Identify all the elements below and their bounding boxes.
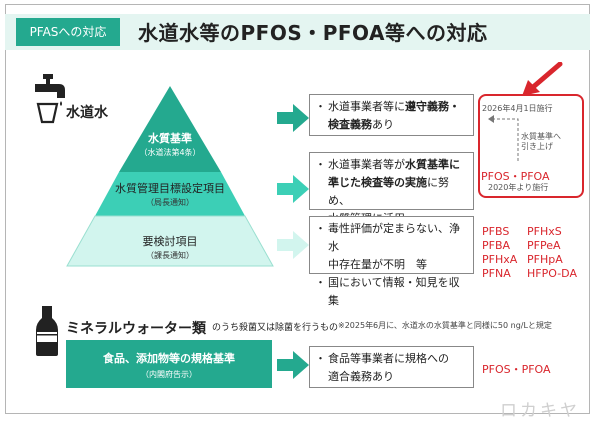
pyramid-tier-2 [95,172,245,216]
pyramid-tier-3 [66,215,274,267]
page-title: 水道水等のPFOS・PFOA等への対応 [138,21,488,45]
mineral-substances: PFOS・PFOA [482,363,551,376]
mineral-water-label: ミネラルウォーター類 [66,321,206,337]
regulation-pyramid [66,86,274,267]
description-box-standard: 水道事業者等に遵守義務・検査義務あり [309,94,474,136]
faucet-icon [35,74,65,124]
section-badge: PFASへの対応 [16,18,120,46]
pointer-arrow-icon [522,62,563,96]
watermark: ロカキヤ [500,401,580,421]
tier-1-title: 水質基準 [148,132,192,145]
mineral-water-sub: のうち殺菌又は除菌を行うもの [212,323,339,333]
bottle-icon [36,306,58,356]
food-standard-title: 食品、添加物等の規格基準 [103,352,235,365]
pyramid-tier-1 [119,86,221,172]
food-standard-box [66,340,272,388]
mineral-water-note: ※2025年6月に、水道水の水質基準と同様に50 ng/Lと規定 [338,321,552,330]
outer-frame [5,4,590,414]
arrow-right-icon [277,231,309,259]
tier-1-sub: （水道法第4条） [139,148,201,157]
tier-2-title: 水質管理目標設定項目 [115,182,225,195]
callout-box [478,94,584,198]
tier-3-title: 要検討項目 [142,235,198,248]
tap-water-label: 水道水 [66,105,108,121]
tier-2-sub: （局長通知） [146,198,194,207]
upgrade-note: 水質基準へ 引き上げ [521,132,561,151]
effective-date: 2026年4月1日施行 [482,104,553,113]
tier-3-sub: （課長通知） [146,251,194,260]
arrow-right-icon [277,104,309,132]
callout-substances: PFOS・PFOA [481,170,550,183]
callout-since: 2020年より施行 [488,183,549,192]
arrow-right-icon [277,175,309,203]
arrow-right-icon [277,351,309,379]
food-standard-sub: （内閣府告示） [141,370,197,379]
upgrade-arrow-icon [488,115,519,161]
